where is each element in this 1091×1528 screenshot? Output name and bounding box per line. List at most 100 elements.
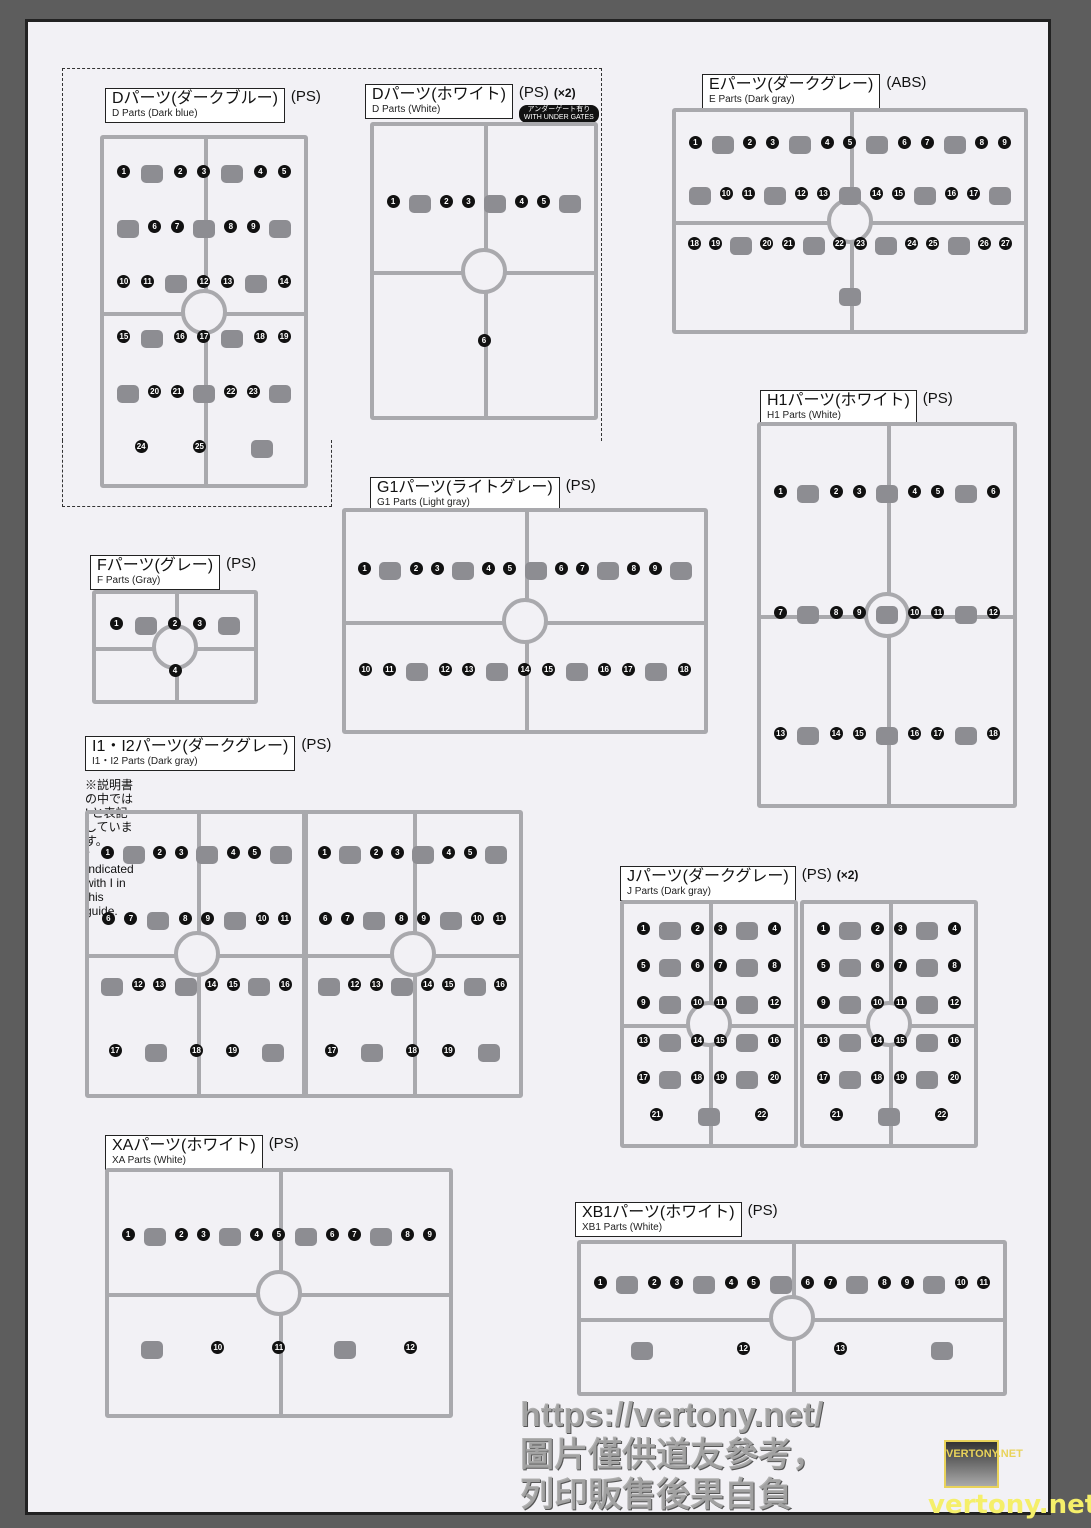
part-number: 13 — [834, 1342, 847, 1355]
part-number: 17 — [197, 329, 211, 343]
part-number: 8 — [224, 220, 238, 234]
part-shape — [659, 996, 682, 1015]
part-number: 12 — [438, 662, 452, 676]
part-number: 7 — [347, 1227, 361, 1241]
part-number: 4 — [820, 136, 834, 150]
part-shape — [390, 978, 413, 996]
panel-title: Dパーツ(ダークブルー)D Parts (Dark blue)(PS) — [105, 88, 321, 123]
panel-title: XB1パーツ(ホワイト)XB1 Parts (White) (PS) — [575, 1202, 778, 1237]
part-number: 16 — [945, 186, 959, 200]
part-number: 22 — [832, 237, 846, 251]
title-side: (PS) — [748, 1202, 778, 1220]
part-number: 25 — [192, 439, 206, 453]
part-number: 6 — [325, 1227, 339, 1241]
part-number: 20 — [148, 384, 162, 398]
part-shape — [688, 186, 711, 205]
part-number: 17 — [325, 1044, 339, 1057]
title-box: G1パーツ(ライトグレー)G1 Parts (Light gray) — [370, 477, 560, 512]
part-number: 20 — [768, 1070, 782, 1084]
part-number: 11 — [382, 662, 396, 676]
part-shape — [839, 921, 862, 940]
part-number: 21 — [649, 1108, 663, 1122]
part-number: 16 — [493, 978, 507, 991]
part-number: 10 — [470, 912, 484, 925]
material-label: (PS) — [226, 555, 257, 572]
material-row: (PS) — [923, 390, 953, 408]
part-number: 19 — [709, 237, 723, 251]
panel-title: XAパーツ(ホワイト)XA Parts (White)(PS) — [105, 1135, 299, 1170]
title-en: G1 Parts (Light gray) — [377, 497, 470, 508]
part-number: 2 — [174, 1227, 188, 1241]
part-number: 17 — [636, 1070, 650, 1084]
multiplier-label: (×2) — [553, 86, 576, 100]
part-shape — [923, 1276, 946, 1294]
part-shape — [524, 561, 547, 580]
part-number: 6 — [318, 912, 332, 925]
part-number: 1 — [593, 1276, 607, 1289]
part-number: 1 — [358, 561, 372, 575]
part-number: 5 — [463, 846, 477, 859]
part-number: 12 — [131, 978, 145, 991]
part-number: 9 — [423, 1227, 437, 1241]
part-number: 13 — [636, 1033, 650, 1047]
title-side: (PS)(×2) — [802, 866, 859, 884]
part-number: 15 — [541, 662, 555, 676]
title-side: (ABS) — [886, 74, 926, 92]
part-shape — [797, 605, 820, 624]
part-number: 9 — [417, 912, 431, 925]
part-number: 18 — [405, 1044, 419, 1057]
part-number: 9 — [998, 136, 1012, 150]
part-number: 15 — [442, 978, 456, 991]
part-shape — [916, 1033, 939, 1052]
part-shape — [164, 275, 187, 294]
part-number: 9 — [852, 605, 866, 619]
title-side: (PS) — [566, 477, 596, 495]
part-number: 17 — [931, 726, 945, 740]
part-shape — [144, 1044, 167, 1062]
part-shape — [318, 978, 341, 996]
part-number: 1 — [109, 616, 123, 630]
title-side: (PS) — [923, 390, 953, 408]
part-number: 8 — [948, 958, 962, 972]
part-shape — [839, 996, 862, 1015]
part-shape — [262, 1044, 285, 1062]
part-number: 22 — [755, 1108, 769, 1122]
part-number: 21 — [170, 384, 184, 398]
part-number: 7 — [575, 561, 589, 575]
part-shape — [659, 1033, 682, 1052]
panel-title: H1パーツ(ホワイト)H1 Parts (White)(PS) — [760, 390, 953, 425]
part-number: 7 — [170, 220, 184, 234]
part-number: 2 — [439, 194, 453, 208]
part-number: 4 — [250, 1227, 264, 1241]
part-shape — [916, 958, 939, 977]
part-shape — [408, 194, 431, 213]
part-shape — [763, 186, 786, 205]
material-label: (PS) — [801, 866, 832, 883]
title-box: XB1パーツ(ホワイト)XB1 Parts (White) — [575, 1202, 742, 1237]
part-number: 4 — [482, 561, 496, 575]
part-shape — [730, 237, 753, 256]
part-number: 19 — [893, 1070, 907, 1084]
material-row: (ABS) — [886, 74, 926, 92]
title-en: D Parts (White) — [372, 104, 441, 115]
title-box: XAパーツ(ホワイト)XA Parts (White) — [105, 1135, 263, 1170]
part-number: 3 — [893, 921, 907, 935]
part-shape — [736, 1070, 759, 1089]
part-number: 14 — [518, 662, 532, 676]
material-row: (PS) — [301, 736, 331, 754]
panel-title: Jパーツ(ダークグレー)J Parts (Dark gray)(PS)(×2) — [620, 866, 858, 901]
part-number: 9 — [816, 996, 830, 1010]
part-shape — [943, 136, 966, 155]
part-number: 5 — [272, 1227, 286, 1241]
title-box: Dパーツ(ホワイト)D Parts (White) — [365, 84, 513, 119]
part-shape — [363, 912, 386, 930]
part-shape — [875, 726, 898, 745]
part-number: 22 — [224, 384, 238, 398]
part-number: 10 — [117, 275, 131, 289]
d-parts-dashed-border-lower — [62, 440, 332, 507]
part-number: 3 — [174, 846, 188, 859]
part-number: 4 — [442, 846, 456, 859]
panel-title: I1・I2パーツ(ダークグレー)I1・I2 Parts (Dark gray)(… — [85, 736, 331, 771]
